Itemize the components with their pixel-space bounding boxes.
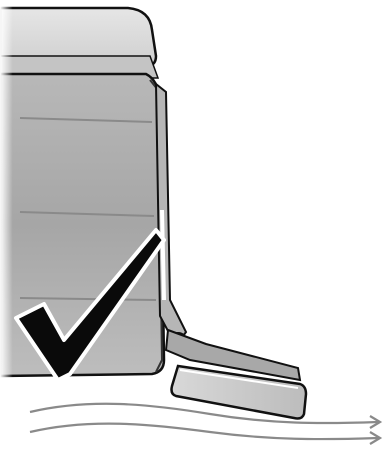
output-tray — [156, 84, 306, 419]
paper-flow-arrows — [30, 404, 380, 444]
flow-arrow-icon — [30, 404, 378, 423]
flow-arrow-icon — [30, 424, 378, 440]
